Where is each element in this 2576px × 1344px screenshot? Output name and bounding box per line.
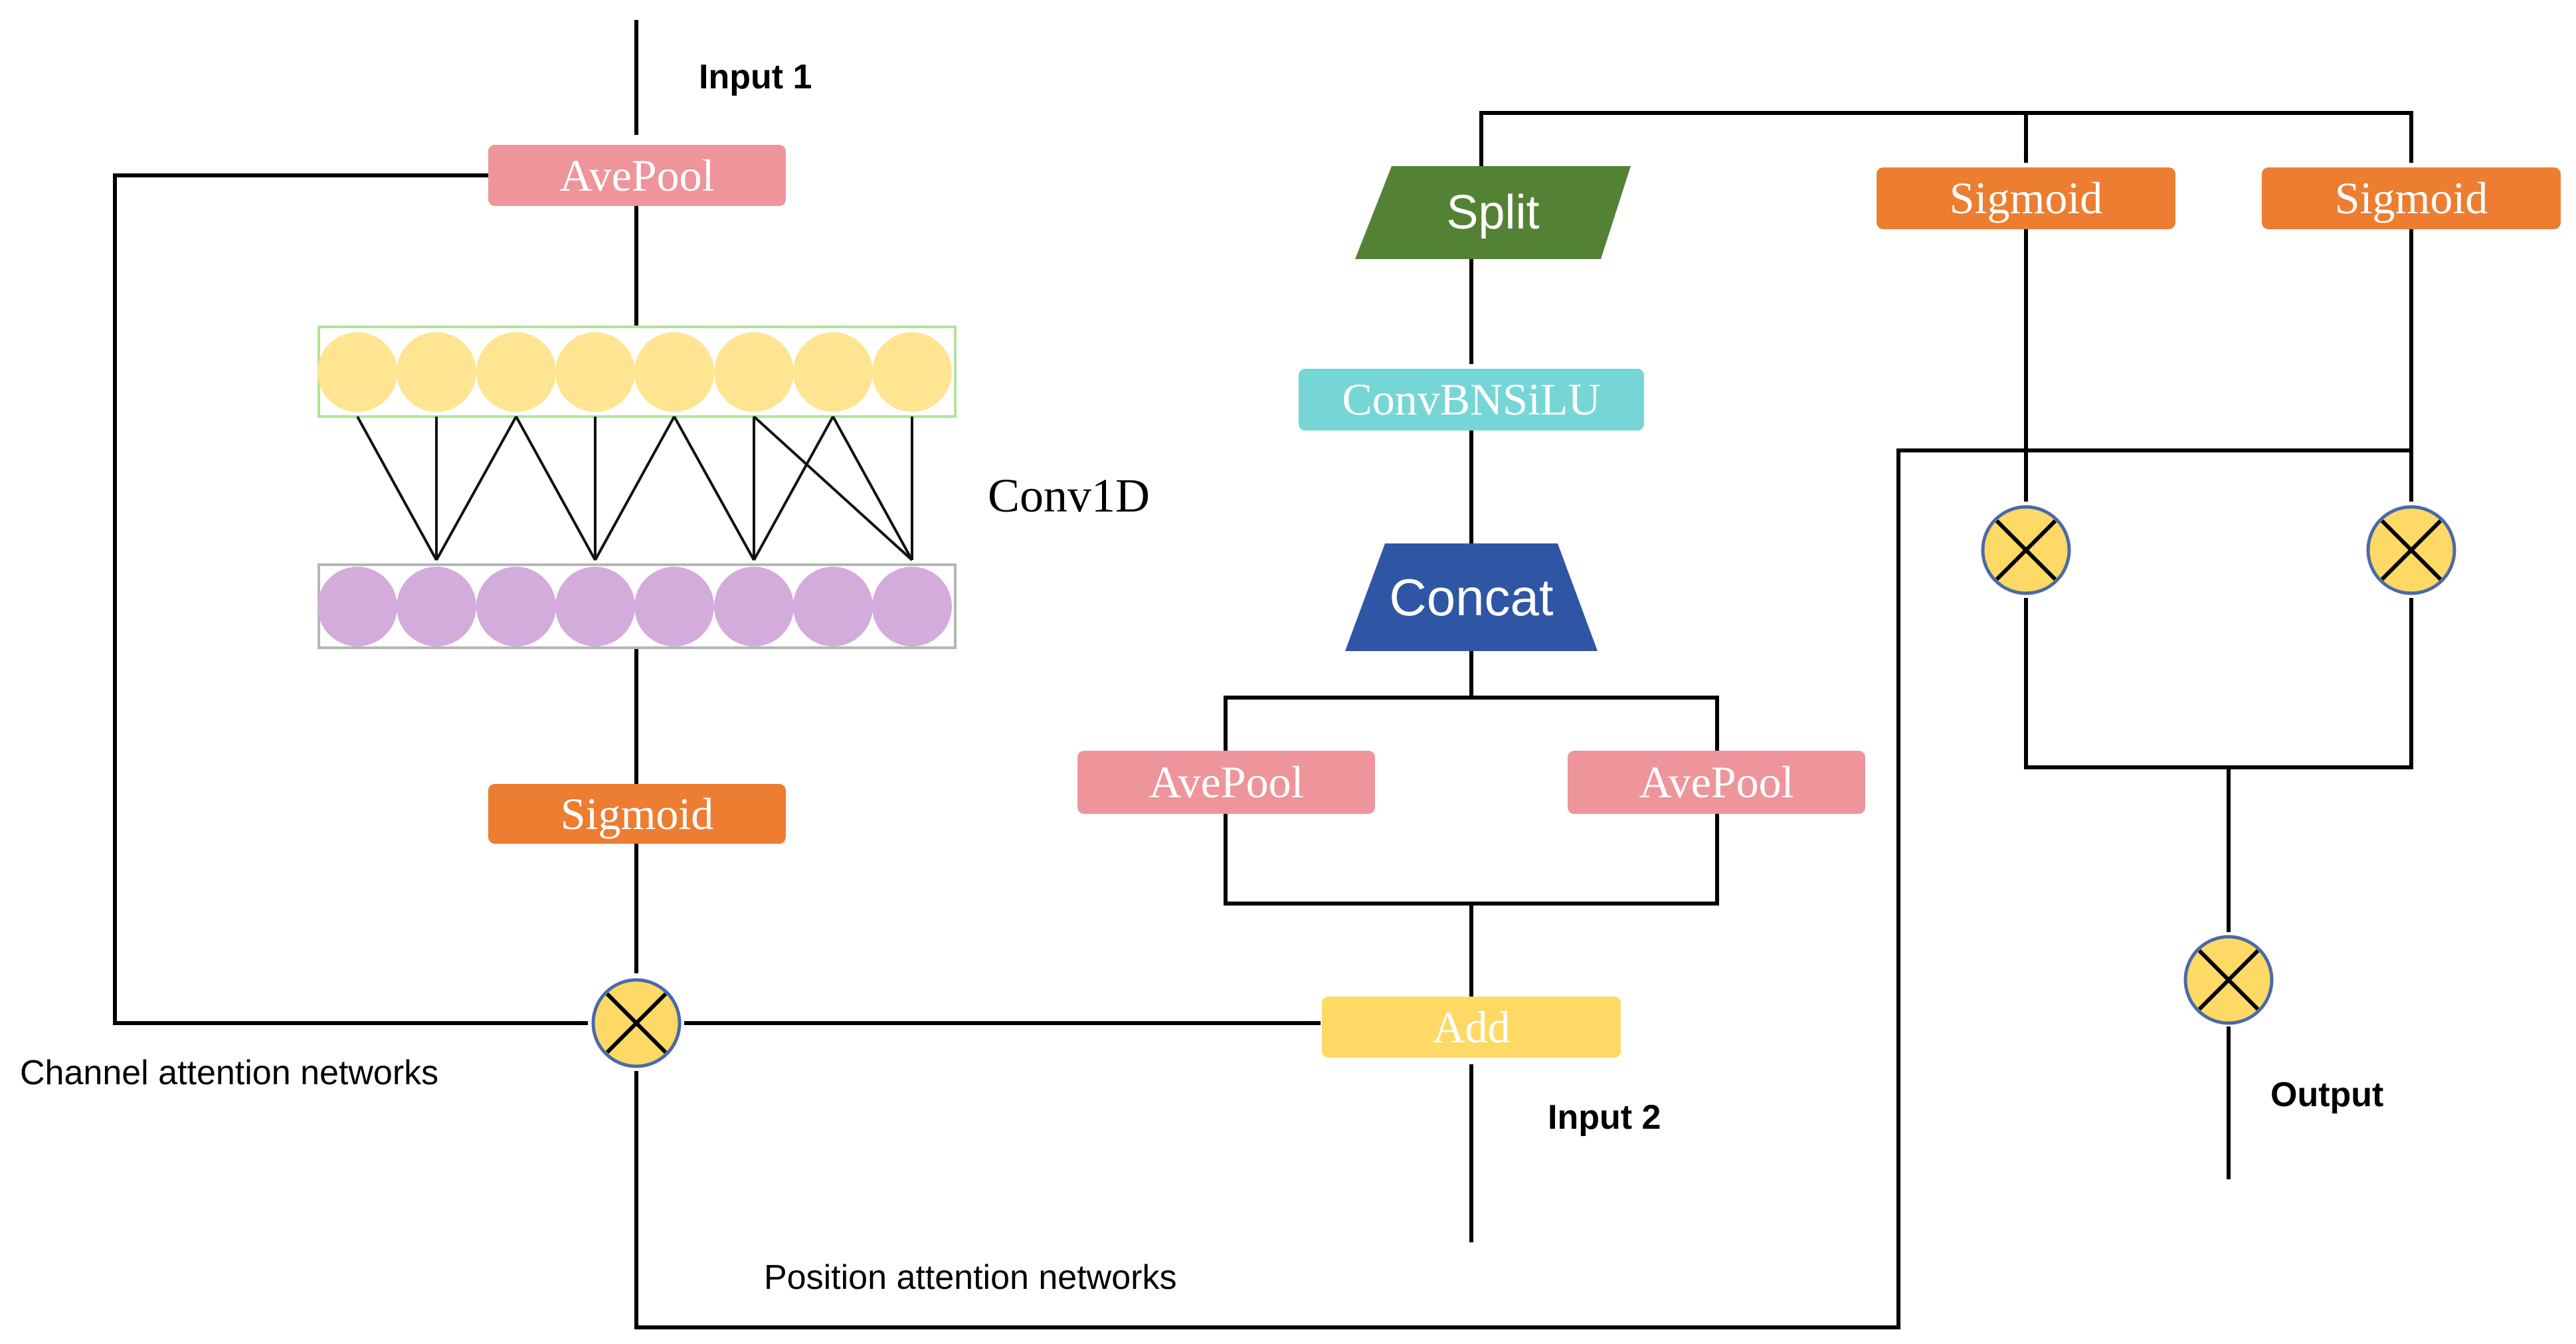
avepool-mid-right-block: AvePool [1568,751,1865,814]
input1-label: Input 1 [699,58,812,96]
conv1d-connections [356,415,913,561]
conv1d-output-nodes [318,567,952,646]
output-label: Output [2270,1076,2384,1114]
conv1d-edge [832,416,913,561]
conv1d-output-node [555,567,635,646]
connector-lines [113,20,2414,1329]
conv1d-output-node [476,567,556,646]
conv1d-input-node [476,332,556,412]
multiply-merge-line [2024,598,2413,769]
conv1d-edge [673,416,755,561]
split-shape [1355,166,1631,259]
multiply-circle-icon [2183,935,2274,1025]
conv1d-input-node [872,332,952,412]
sigmoid-right-1-block: Sigmoid [1877,167,2175,229]
conv1d-output-node [872,567,952,646]
sigmoid-left-block: Sigmoid [488,784,786,844]
conv1d-output-node [634,567,714,646]
multiply-circle-icon [591,978,682,1068]
split-label: Split [1446,186,1540,239]
conv1d-input-node [555,332,635,412]
bottom-loop-line [634,448,2411,1329]
conv1d-input-node [634,332,714,412]
conv1d-input-node [714,332,794,412]
avepool-top-block: AvePool [488,145,786,206]
position-attention-label: Position attention networks [764,1258,1177,1297]
conv1d-label: Conv1D [988,469,1150,522]
arrow-split-to-sigmoid-2 [1479,111,2414,166]
convbnsilu-block: ConvBNSiLU [1299,369,1644,431]
conv1d-input-nodes [318,332,952,412]
conv1d-input-node [397,332,476,412]
conv1d-input-node [793,332,873,412]
add-block: Add [1322,997,1621,1058]
conv1d-edge [356,416,438,561]
concat-label: Concat [1389,567,1554,626]
sigmoid-right-2-block: Sigmoid [2262,167,2561,229]
conv1d-edge [594,416,676,561]
conv1d-output-node [318,567,397,646]
channel-attention-label: Channel attention networks [20,1054,439,1092]
arrow-add-to-avepool-right [1471,813,1720,906]
concat-shape [1345,543,1598,651]
conv1d-edge [435,416,517,561]
conv1d-edge [753,415,913,561]
input2-label: Input 2 [1548,1098,1661,1137]
multiply-circle-icon [1981,505,2071,595]
multiply-circle-icon [2366,505,2456,595]
conv1d-edge [753,416,834,561]
conv1d-edge [515,416,597,561]
skip-connection-left [113,173,589,1026]
conv1d-output-node [714,567,794,646]
arrow-add-to-avepool-left [1223,813,1473,997]
avepool-mid-left-block: AvePool [1077,751,1375,814]
conv1d-input-node [318,332,397,412]
conv1d-output-node [397,567,476,646]
conv1d-output-node [793,567,873,646]
